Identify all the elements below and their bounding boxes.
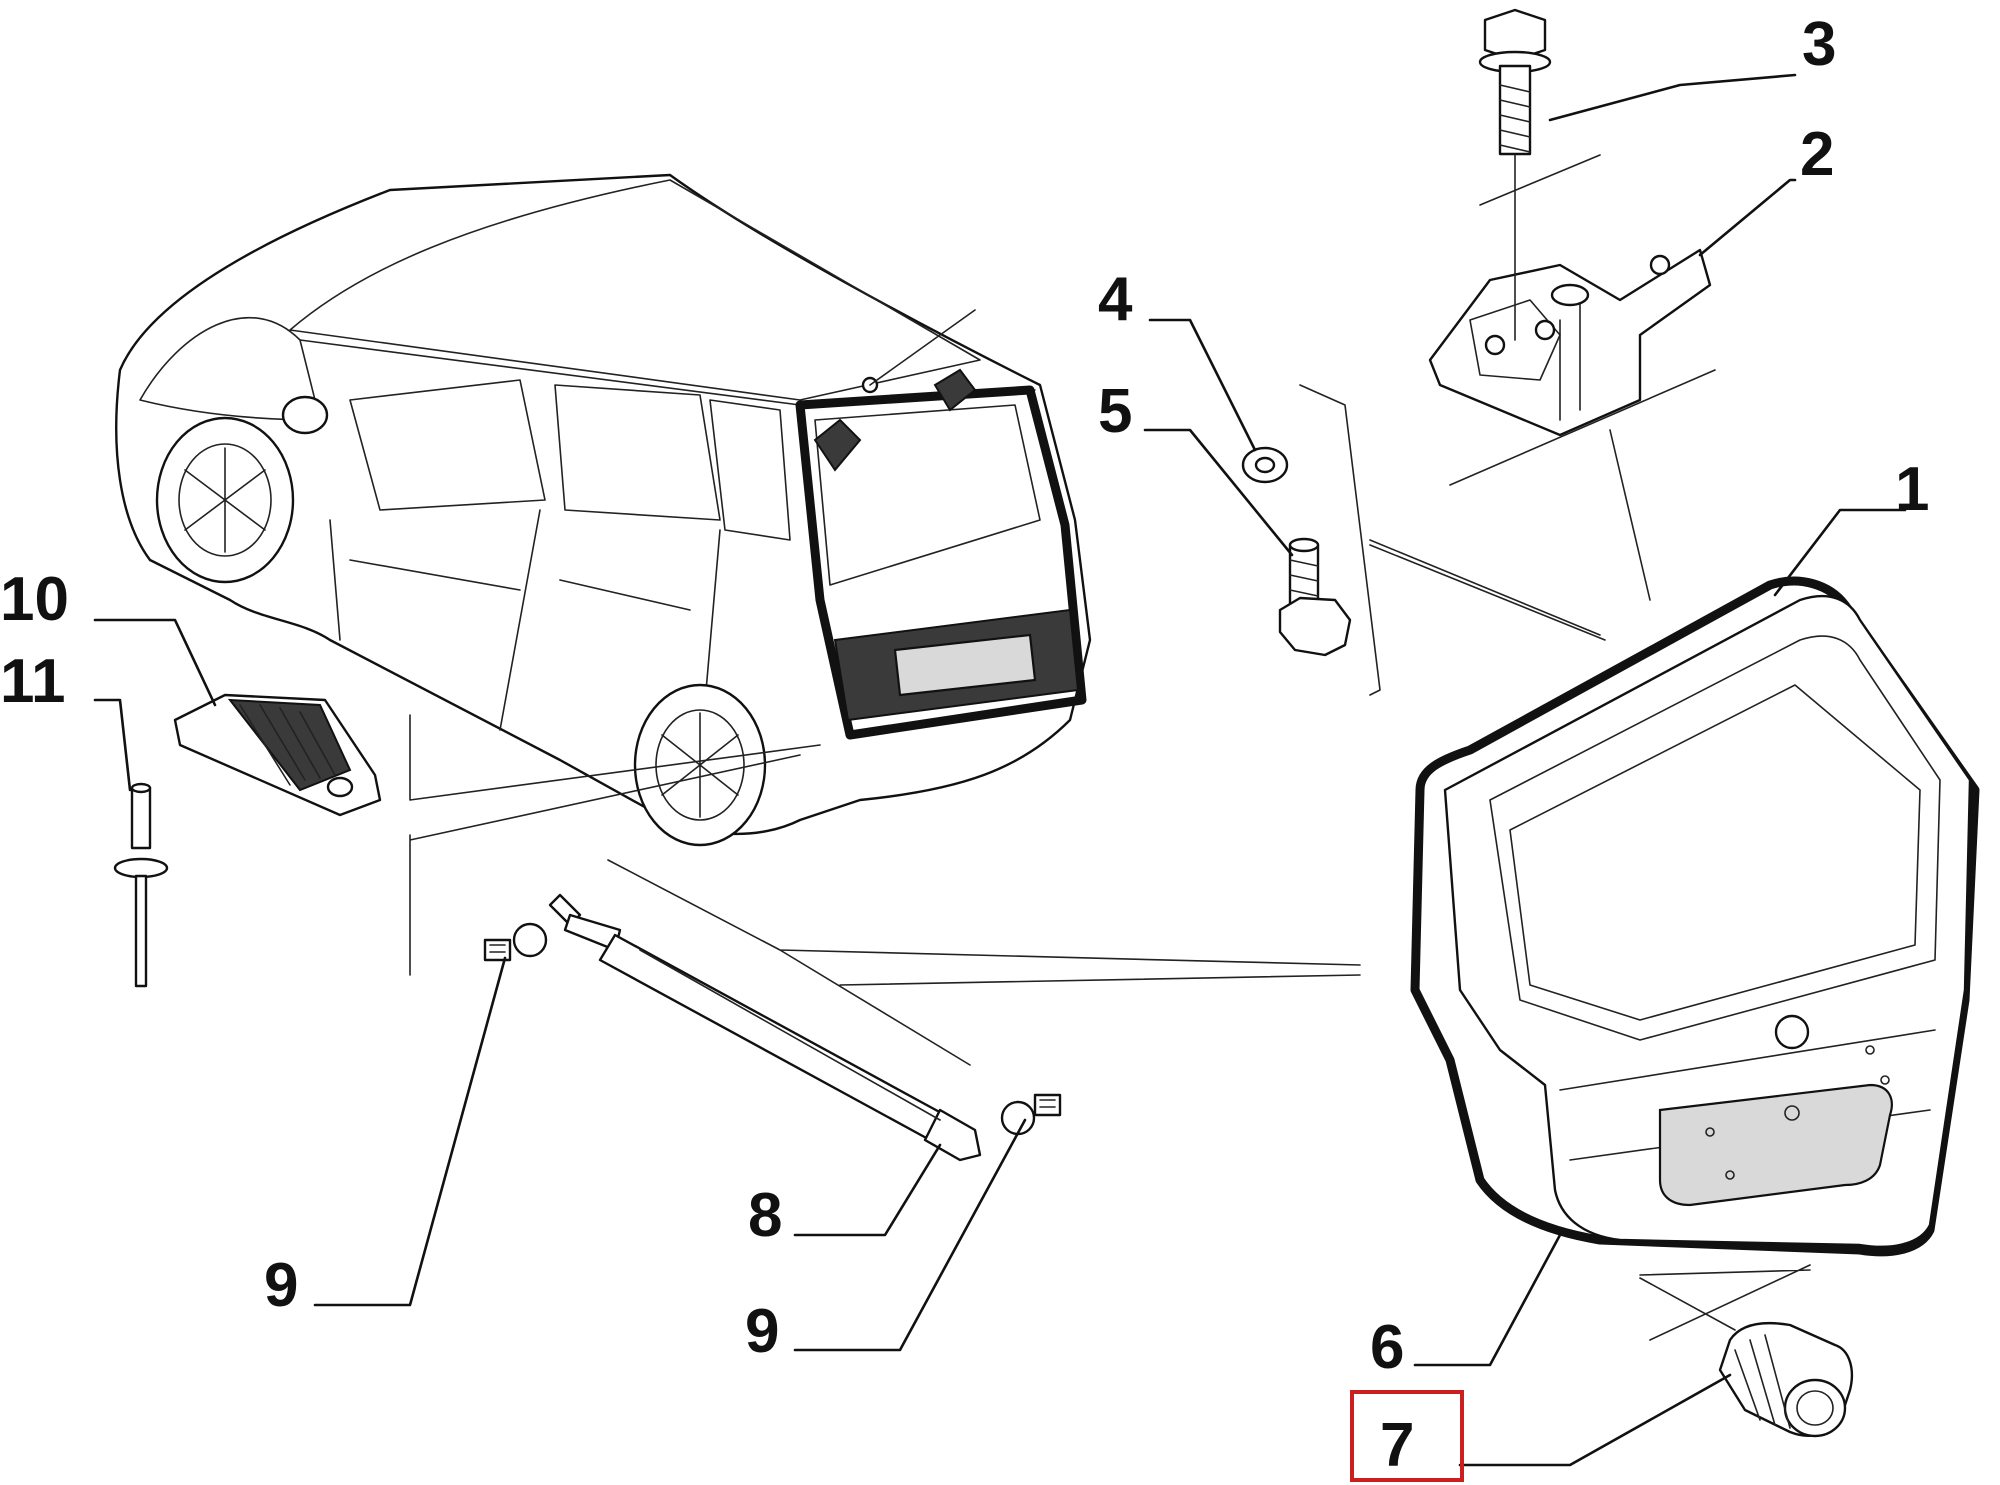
callout-8: 8 [748,1181,782,1250]
ball-pin-icon [483,922,548,962]
callout-3: 3 [1802,10,1836,79]
light-guide-lines [409,714,821,976]
gas-strut-icon [548,893,982,1162]
stop-guide-lines [1639,1264,1811,1341]
callout-10: 10 [0,565,69,634]
leader-lines [93,73,1907,1467]
bolt-icon [1478,8,1552,341]
callout-5: 5 [1098,377,1132,446]
callout-9-left: 9 [264,1251,298,1320]
ball-pin-icon [1000,1093,1062,1136]
rivet-icon [113,782,169,988]
callout-9-right: 9 [745,1297,779,1366]
tailgate-panel-icon [1443,594,1972,1248]
washer-icon [1241,446,1289,484]
hinge-bracket-icon [1428,248,1712,437]
callout-1: 1 [1895,455,1929,524]
callout-11: 11 [0,647,66,716]
bolt-icon [1278,537,1352,657]
callout-2: 2 [1800,120,1834,189]
strut-guide-lines [607,859,1361,1066]
number-plate-light-icon [173,693,382,817]
callout-7-highlight-box [1350,1390,1464,1482]
callout-6: 6 [1370,1313,1404,1382]
car-rear-view-icon [115,173,1092,847]
rubber-stop-icon [1718,1321,1854,1438]
fastener-guide-lines [1299,384,1606,696]
hinge-axis-lines [1449,154,1716,601]
callout-7: 7 [1380,1411,1414,1480]
callout-4: 4 [1098,265,1133,334]
